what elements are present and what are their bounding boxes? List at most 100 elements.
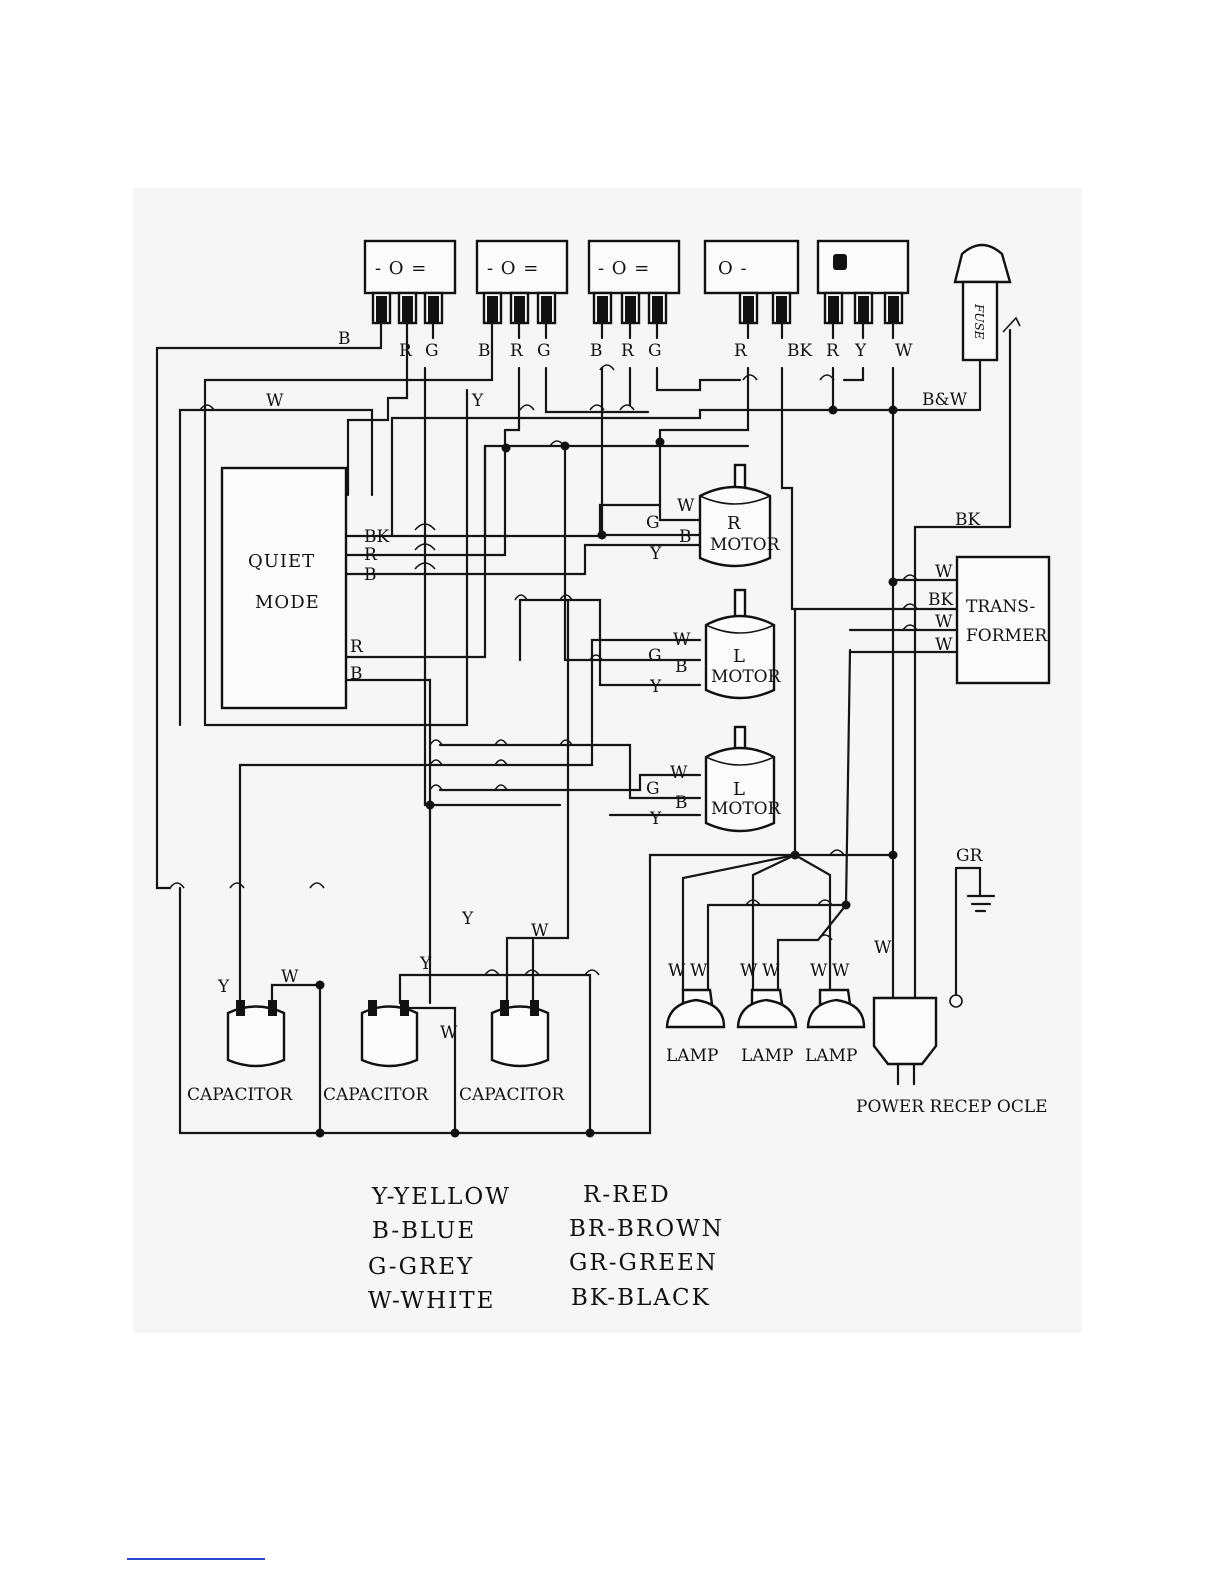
- switch-3-symbol: - O =: [598, 258, 650, 279]
- quiet-wire-r2: R: [350, 637, 364, 657]
- transformer-wire-w2: W: [935, 612, 953, 632]
- lamp-1-label: LAMP: [666, 1046, 718, 1066]
- quiet-mode-module: QUIET MODE BK R B R B: [220, 466, 389, 710]
- motor-l2-wire-b: B: [675, 793, 688, 813]
- quiet-wire-b: B: [364, 565, 377, 585]
- switch-3: - O =: [587, 239, 681, 325]
- switch-1: - O =: [363, 239, 457, 325]
- motor-l1-wire-g: G: [648, 646, 662, 666]
- lamp-3-wire-b: W: [832, 961, 850, 981]
- legend-brown: BR-BROWN: [569, 1216, 724, 1242]
- motor-l1-name: L: [733, 646, 746, 667]
- capacitor-2-label: CAPACITOR: [323, 1085, 429, 1105]
- switch-4: O -: [703, 239, 800, 325]
- scanned-sheet: [133, 188, 1082, 1333]
- lamp-2: W W: [736, 961, 798, 1029]
- sw4-wire-r: R: [734, 341, 748, 361]
- legend-grey: G-GREY: [368, 1254, 474, 1280]
- power-receptacle: W POWER RECEP OCLE: [856, 938, 1048, 1117]
- sw4-wire-bk: BK: [787, 341, 812, 361]
- lamp-2-wire-a: W: [740, 961, 758, 981]
- transformer-wire-w3: W: [935, 635, 953, 655]
- transformer: TRANS- FORMER W BK W W: [848, 555, 1051, 685]
- legend-green: GR-GREEN: [569, 1250, 718, 1276]
- wire-label-y-top: Y: [471, 391, 484, 411]
- sw1-wire-g: G: [425, 341, 439, 361]
- motor-l1-wire-y: Y: [649, 677, 662, 697]
- wire-label-w-cap3: W: [440, 1023, 458, 1043]
- motor-l1-wire-w: W: [673, 630, 691, 650]
- motor-r-wire-b: B: [679, 527, 692, 547]
- capacitor-1: CAPACITOR: [187, 1000, 293, 1105]
- legend-white: W-WHITE: [368, 1288, 495, 1314]
- sw1-wire-b: B: [338, 329, 351, 349]
- quiet-wire-b2: B: [350, 664, 363, 684]
- sw2-wire-r: R: [510, 341, 524, 361]
- capacitor-3-label: CAPACITOR: [459, 1085, 565, 1105]
- color-legend: Y-YELLOW R-RED B-BLUE BR-BROWN G-GREY GR…: [368, 1182, 724, 1314]
- footer-rule: [127, 1558, 265, 1560]
- lamp-2-wire-b: W: [762, 961, 780, 981]
- legend-yellow: Y-YELLOW: [371, 1184, 511, 1210]
- lamp-1-wire-a: W: [668, 961, 686, 981]
- capacitor-2: CAPACITOR: [323, 1000, 429, 1105]
- capacitor-3: CAPACITOR: [459, 1000, 565, 1105]
- motor-r-wire-w: W: [677, 496, 695, 516]
- lamp-wiring: [681, 607, 852, 992]
- legend-red: R-RED: [583, 1182, 671, 1208]
- ground-label: GR: [956, 846, 984, 866]
- wire-label-w-mid: W: [531, 921, 549, 941]
- sw2-wire-b: B: [478, 341, 491, 361]
- transformer-wire-w1: W: [935, 562, 953, 582]
- lamp-3: W W: [806, 961, 866, 1029]
- fuse-wire-label: B&W: [922, 390, 968, 410]
- motor-l2-wire-y: Y: [649, 809, 662, 829]
- motor-l1-wire-b: B: [675, 657, 688, 677]
- wire-label-w-cap1: W: [281, 967, 299, 987]
- wire-label-y-cap2: Y: [419, 954, 432, 974]
- legend-blue: B-BLUE: [372, 1218, 476, 1244]
- quiet-wire-bk: BK: [364, 527, 389, 547]
- sw5-wire-w: W: [895, 341, 913, 361]
- switch-2: - O =: [475, 239, 569, 325]
- motor-r: R MOTOR W G B Y: [646, 463, 781, 568]
- motor-l2-wire-g: G: [646, 779, 660, 799]
- lamp-2-label: LAMP: [741, 1046, 793, 1066]
- motor-r-name: R: [727, 513, 742, 534]
- transformer-line2: FORMER: [966, 626, 1048, 646]
- sw3-wire-g: G: [648, 341, 662, 361]
- lamp-3-label: LAMP: [805, 1046, 857, 1066]
- fuse-plug: FUSE: [953, 243, 1021, 529]
- sw3-wire-b: B: [590, 341, 603, 361]
- transformer-line1: TRANS-: [966, 597, 1035, 617]
- indicator-light-icon: [833, 254, 847, 270]
- sw3-wire-r: R: [621, 341, 635, 361]
- motor-l-2: L MOTOR W G B Y: [646, 725, 782, 833]
- legend-black: BK-BLACK: [571, 1285, 711, 1311]
- quiet-mode-title: QUIET: [248, 551, 315, 572]
- ground-symbol: GR: [949, 846, 996, 1008]
- lamp-1: W W: [665, 961, 726, 1029]
- wire-label-w-power: W: [874, 938, 892, 958]
- capacitor-1-label: CAPACITOR: [187, 1085, 293, 1105]
- switch-5-indicator: [816, 239, 910, 325]
- switch-1-symbol: - O =: [375, 258, 427, 279]
- motor-l2-word: MOTOR: [711, 799, 782, 819]
- motor-r-word: MOTOR: [710, 535, 781, 555]
- lamp-3-wire-a: W: [810, 961, 828, 981]
- transformer-wire-bk: BK: [928, 590, 953, 610]
- switch-4-symbol: O -: [718, 258, 748, 279]
- wire-label-w-top: W: [266, 391, 284, 411]
- sw5-wire-y: Y: [854, 341, 867, 361]
- fuse-label: FUSE: [972, 303, 986, 340]
- sw2-wire-g: G: [537, 341, 551, 361]
- quiet-mode-subtitle: MODE: [255, 592, 320, 613]
- motor-l-1: L MOTOR W G B Y: [648, 588, 782, 700]
- quiet-wire-r: R: [364, 545, 378, 565]
- wire-label-y-cap1: Y: [217, 977, 230, 997]
- wire-label-bk-right: BK: [955, 510, 980, 530]
- wire-label-y-mid: Y: [461, 909, 474, 929]
- motor-l2-wire-w: W: [670, 763, 688, 783]
- power-receptacle-label: POWER RECEP OCLE: [856, 1097, 1048, 1117]
